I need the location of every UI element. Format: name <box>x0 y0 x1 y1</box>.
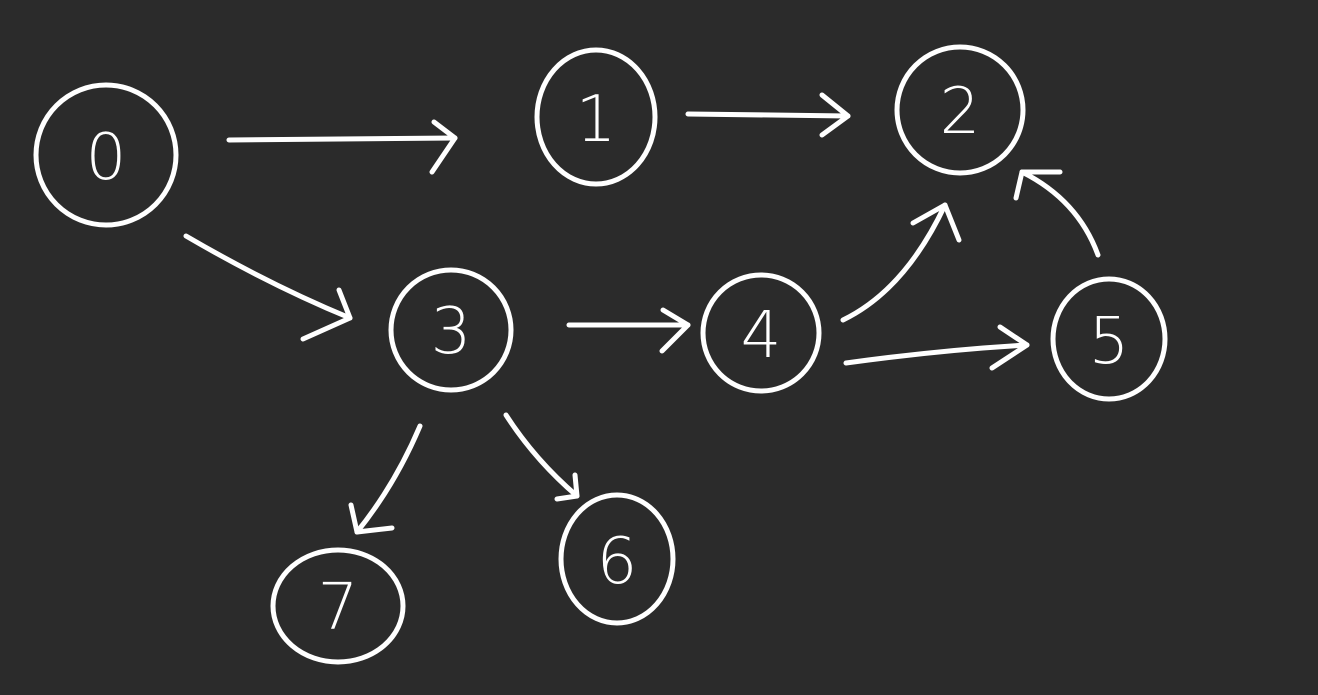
edge-4-2-arrowhead <box>910 202 962 243</box>
edge-3-6 <box>503 412 580 502</box>
node-6: 6 <box>558 492 676 626</box>
node-7-label: 7 <box>318 571 359 645</box>
node-1-label: 1 <box>576 83 617 157</box>
edge-3-4-arrowhead <box>659 307 691 354</box>
edge-0-3 <box>183 233 353 342</box>
edge-4-2 <box>840 202 962 323</box>
edge-3-7-arrowhead <box>348 502 395 535</box>
edge-4-5 <box>843 324 1030 371</box>
edge-1-2 <box>685 92 851 138</box>
edge-5-2-line <box>1019 169 1101 258</box>
node-3-label: 3 <box>431 295 472 369</box>
edge-0-1-line <box>226 135 458 143</box>
node-7-circle <box>270 547 406 665</box>
edges-layer <box>183 92 1101 535</box>
edge-5-2-arrowhead <box>1013 169 1063 201</box>
node-3-circle <box>388 267 514 393</box>
edge-4-5-arrowhead <box>989 324 1030 371</box>
node-6-label: 6 <box>597 525 638 599</box>
node-6-circle <box>558 492 676 626</box>
node-4: 4 <box>700 272 822 394</box>
nodes-layer: 0 1 2 3 4 5 <box>33 44 1168 665</box>
node-0: 0 <box>33 82 179 228</box>
edge-3-6-arrowhead <box>554 472 580 502</box>
edge-3-6-line <box>503 412 580 499</box>
edge-0-1-arrowhead <box>429 119 458 175</box>
node-5: 5 <box>1050 276 1168 402</box>
node-5-label: 5 <box>1089 305 1130 379</box>
node-4-label: 4 <box>741 299 782 373</box>
node-5-circle <box>1050 276 1168 402</box>
node-1-circle <box>534 47 658 187</box>
node-2: 2 <box>894 44 1026 176</box>
node-4-circle <box>700 272 822 394</box>
edge-4-2-line <box>840 202 948 323</box>
edge-1-2-arrowhead <box>819 92 851 138</box>
edge-0-1 <box>226 119 458 175</box>
edge-4-5-line <box>843 342 1030 366</box>
edge-0-3-arrowhead <box>300 287 353 342</box>
node-3: 3 <box>388 267 514 393</box>
node-2-circle <box>894 44 1026 176</box>
edge-3-7 <box>348 423 423 535</box>
edge-1-2-line <box>685 111 851 119</box>
node-0-label: 0 <box>86 121 127 195</box>
edge-0-3-line <box>183 233 353 321</box>
edge-3-7-line <box>354 423 423 535</box>
node-7: 7 <box>270 547 406 665</box>
node-1: 1 <box>534 47 658 187</box>
node-2-label: 2 <box>940 75 981 149</box>
edge-3-4 <box>566 307 691 354</box>
node-0-circle <box>33 82 179 228</box>
edge-5-2 <box>1013 169 1101 258</box>
